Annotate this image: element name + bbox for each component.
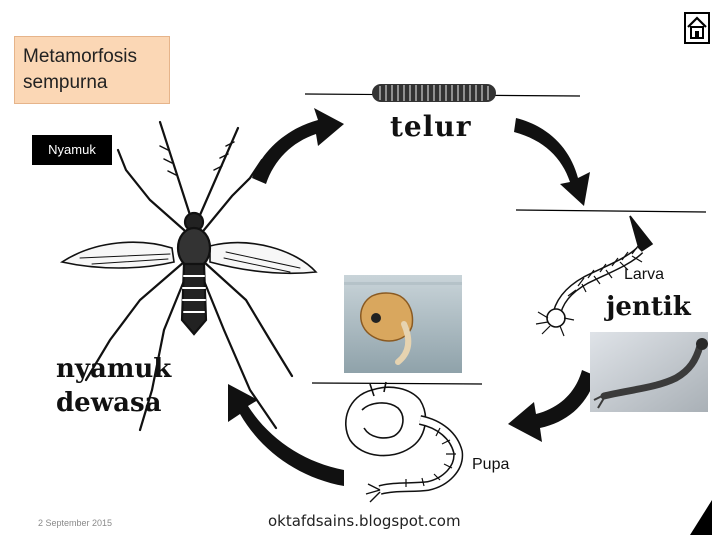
label-jentik: jentik (606, 292, 691, 322)
label-adult-line-1: nyamuk (56, 352, 171, 386)
label-larva: Larva (624, 266, 664, 284)
arrow-egg-to-larva (514, 118, 590, 206)
arrow-larva-to-pupa (508, 370, 596, 442)
label-telur: telur (390, 110, 472, 143)
label-adult: nyamuk dewasa (56, 352, 171, 420)
pupa-photo (344, 275, 462, 373)
pupa-illustration (346, 382, 458, 502)
egg-raft-illustration (372, 84, 496, 102)
water-line-larva (516, 210, 706, 212)
label-adult-line-2: dewasa (56, 386, 171, 420)
arrow-pupa-to-adult (228, 384, 344, 486)
footer-date: 2 September 2015 (38, 518, 112, 528)
arrow-adult-to-egg (252, 108, 344, 184)
water-line-pupa (312, 383, 482, 384)
label-pupa: Pupa (472, 456, 509, 474)
larva-photo (590, 332, 708, 412)
corner-decoration (690, 500, 712, 535)
footer-source: oktafdsains.blogspot.com (268, 512, 461, 530)
